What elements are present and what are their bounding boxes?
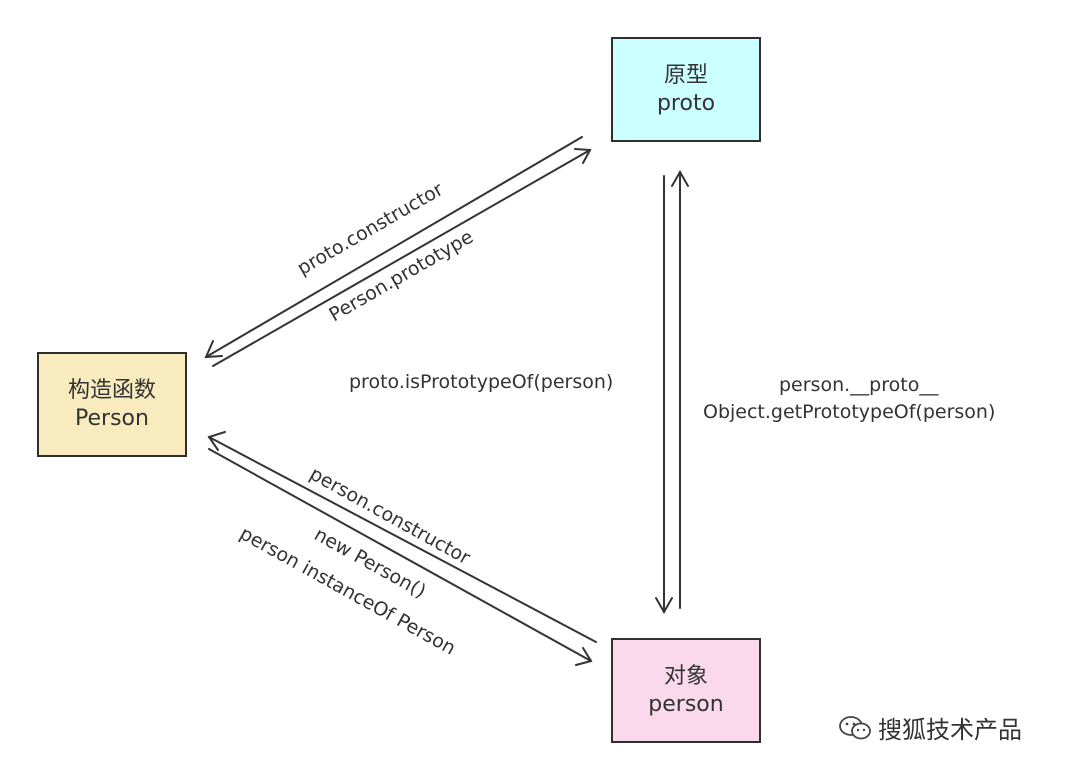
arrowhead-person-to-proto xyxy=(671,169,689,187)
arrow-ctor-to-proto xyxy=(212,149,591,367)
arrowhead-ctor-to-person xyxy=(575,647,593,666)
watermark: 搜狐技术产品 xyxy=(838,710,1022,745)
arrowhead-ctor-to-proto xyxy=(574,148,592,164)
node-constructor: 构造函数 Person xyxy=(37,352,187,457)
arrow-ctor-to-person xyxy=(208,448,592,662)
wechat-icon xyxy=(839,715,871,739)
node-person-name: person xyxy=(648,691,724,717)
arrow-proto-to-ctor xyxy=(205,136,583,358)
node-person-title: 对象 xyxy=(663,664,708,689)
label-get-prototype-of: Object.getPrototypeOf(person) xyxy=(703,401,996,423)
arrowhead-person-to-ctor xyxy=(207,431,226,451)
node-person: 对象 person xyxy=(611,638,761,743)
watermark-text: 搜狐技术产品 xyxy=(878,716,1022,744)
node-proto-title: 原型 xyxy=(663,63,708,88)
node-constructor-name: Person xyxy=(75,405,149,431)
label-is-prototype-of: proto.isPrototypeOf(person) xyxy=(349,371,614,393)
arrowhead-proto-to-ctor xyxy=(204,340,223,359)
node-proto: 原型 proto xyxy=(611,37,761,142)
arrowhead-proto-to-person xyxy=(655,597,673,615)
arrow-person-to-ctor xyxy=(208,436,597,643)
label-dunder-proto: person.__proto__ xyxy=(779,374,939,396)
node-constructor-title: 构造函数 xyxy=(67,378,156,403)
node-proto-name: proto xyxy=(656,90,716,116)
